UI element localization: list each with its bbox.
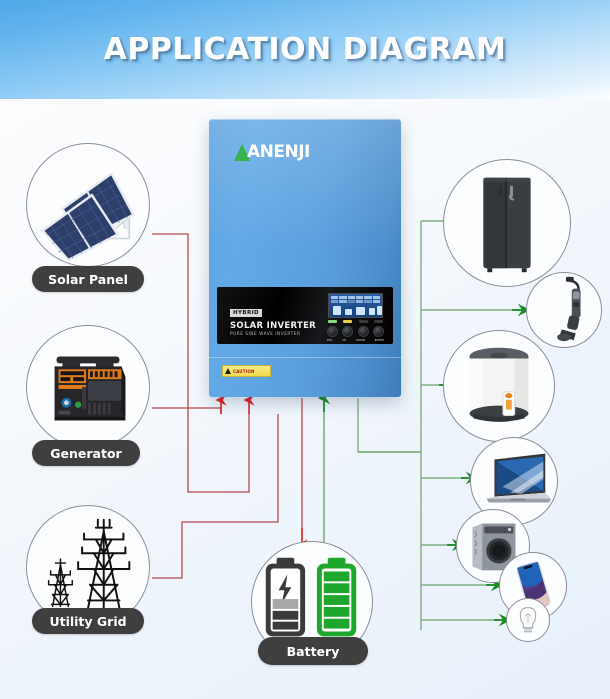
led-charging-icon xyxy=(358,320,368,323)
node-light-bulb[interactable] xyxy=(506,598,550,642)
led-fault-icon xyxy=(373,320,383,323)
panel-title: SOLAR INVERTER xyxy=(230,321,317,331)
node-vacuum-cleaner[interactable] xyxy=(526,272,602,348)
refrigerator-icon xyxy=(483,177,531,273)
caution-label: CAUTION xyxy=(222,365,271,377)
brand-name: ANENJI xyxy=(247,142,310,162)
panel-hybrid-badge: HYBRID xyxy=(230,309,263,317)
panel-button-row[interactable] xyxy=(327,326,384,337)
node-air-fryer[interactable] xyxy=(443,330,555,442)
air-fryer-icon xyxy=(469,347,529,422)
label-utility-grid: Utility Grid xyxy=(32,608,144,634)
label-battery: Battery xyxy=(258,637,368,665)
transmission-tower-icon xyxy=(47,518,131,610)
down-button-label: DOWN xyxy=(355,338,365,342)
esc-button[interactable] xyxy=(327,326,338,337)
led-ac-icon xyxy=(328,320,337,323)
page-title: APPLICATION DIAGRAM xyxy=(103,32,507,67)
up-button[interactable] xyxy=(342,326,354,337)
led-inverter-icon xyxy=(343,320,353,323)
inverter-brand-logo: ANENJI xyxy=(234,142,310,162)
node-generator[interactable] xyxy=(26,325,150,449)
enter-button-label: ENTER xyxy=(374,338,384,342)
caution-text: CAUTION xyxy=(233,368,255,374)
node-laptop[interactable] xyxy=(470,437,558,525)
inverter-sheen xyxy=(209,119,401,247)
panel-button-labels: ESC UP DOWN ENTER xyxy=(327,338,384,342)
light-bulb-icon xyxy=(519,607,537,633)
node-solar-panel[interactable] xyxy=(26,143,150,267)
hybrid-solar-inverter[interactable]: ANENJI HYBRID SOLAR INVERTER PURE SINE W… xyxy=(209,119,401,397)
status-led-row xyxy=(328,320,383,323)
battery-pair-icon xyxy=(265,557,357,637)
washing-machine-icon xyxy=(472,523,516,571)
down-button[interactable] xyxy=(357,326,369,337)
inverter-control-panel[interactable]: HYBRID SOLAR INVERTER PURE SINE WAVE INV… xyxy=(217,287,393,344)
up-button-label: UP xyxy=(342,338,346,342)
solar-panel-icon xyxy=(40,171,135,262)
label-generator: Generator xyxy=(32,440,140,466)
enter-button[interactable] xyxy=(372,326,384,337)
label-solar-panel: Solar Panel xyxy=(32,266,144,292)
vacuum-cleaner-icon xyxy=(557,276,581,342)
panel-subtitle: PURE SINE WAVE INVERTER xyxy=(230,332,301,337)
node-refrigerator[interactable] xyxy=(443,159,571,287)
esc-button-label: ESC xyxy=(327,338,333,342)
generator-icon xyxy=(54,356,126,421)
lcd-display-screen[interactable] xyxy=(328,293,383,318)
panel-labels: HYBRID SOLAR INVERTER PURE SINE WAVE INV… xyxy=(230,301,316,337)
inverter-seam-line xyxy=(209,357,401,358)
laptop-icon xyxy=(486,453,552,503)
page-header: APPLICATION DIAGRAM xyxy=(0,0,610,99)
anenji-triangle-logo-icon xyxy=(234,143,250,161)
warning-triangle-icon xyxy=(225,368,231,374)
node-washing-machine[interactable] xyxy=(456,509,530,583)
